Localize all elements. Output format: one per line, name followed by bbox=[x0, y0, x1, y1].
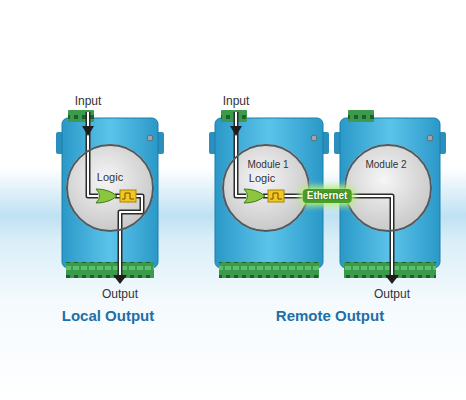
pulse-block bbox=[268, 190, 284, 202]
module-name: Module 1 bbox=[247, 158, 288, 171]
module-window: Module 1Logic bbox=[222, 144, 310, 232]
window-outline bbox=[345, 145, 431, 231]
pulse-symbol bbox=[122, 193, 134, 199]
pulse-block bbox=[120, 190, 136, 202]
link-label: Ethernet bbox=[303, 189, 352, 203]
module-window bbox=[344, 144, 432, 232]
window-outline bbox=[222, 144, 310, 232]
window-outline bbox=[66, 144, 154, 232]
io-label: Input bbox=[75, 93, 102, 109]
signal-wire bbox=[88, 112, 98, 196]
screw bbox=[427, 135, 433, 141]
arrow-head bbox=[385, 275, 399, 284]
logic-label: Logic bbox=[249, 172, 275, 185]
caption-label: Remote Output bbox=[276, 308, 384, 324]
window-outline bbox=[67, 145, 153, 231]
logic-label: Module 2 bbox=[365, 158, 406, 171]
io-label: Output bbox=[374, 286, 410, 302]
terminal-strip bbox=[66, 262, 154, 278]
io-label: Output bbox=[102, 286, 138, 302]
window-outline bbox=[223, 145, 309, 231]
terminal-strip bbox=[219, 262, 319, 278]
signal-wire bbox=[88, 112, 98, 196]
logic-label: Logic bbox=[97, 171, 123, 184]
caption-label: Local Output bbox=[62, 308, 155, 324]
module-window: Module 2 bbox=[344, 144, 432, 232]
module-window bbox=[66, 144, 154, 232]
signal-wire bbox=[88, 112, 392, 276]
signal-wire bbox=[344, 196, 392, 276]
terminal-block bbox=[348, 110, 374, 122]
screw bbox=[311, 135, 317, 141]
pulse-symbol bbox=[270, 193, 282, 199]
or-gate bbox=[96, 189, 117, 203]
signal-wire bbox=[88, 112, 392, 276]
arrow-head bbox=[82, 126, 94, 136]
or-gate bbox=[244, 189, 265, 203]
signal-wire bbox=[344, 196, 392, 276]
screw bbox=[147, 135, 153, 141]
signal-wire bbox=[120, 196, 142, 276]
window-outline bbox=[344, 144, 432, 232]
signal-wire bbox=[120, 196, 142, 276]
io-label: Input bbox=[223, 93, 250, 109]
module-window: Logic bbox=[66, 144, 154, 232]
module-housing bbox=[62, 118, 158, 268]
arrow-head bbox=[113, 275, 127, 284]
arrow-head bbox=[230, 126, 242, 136]
